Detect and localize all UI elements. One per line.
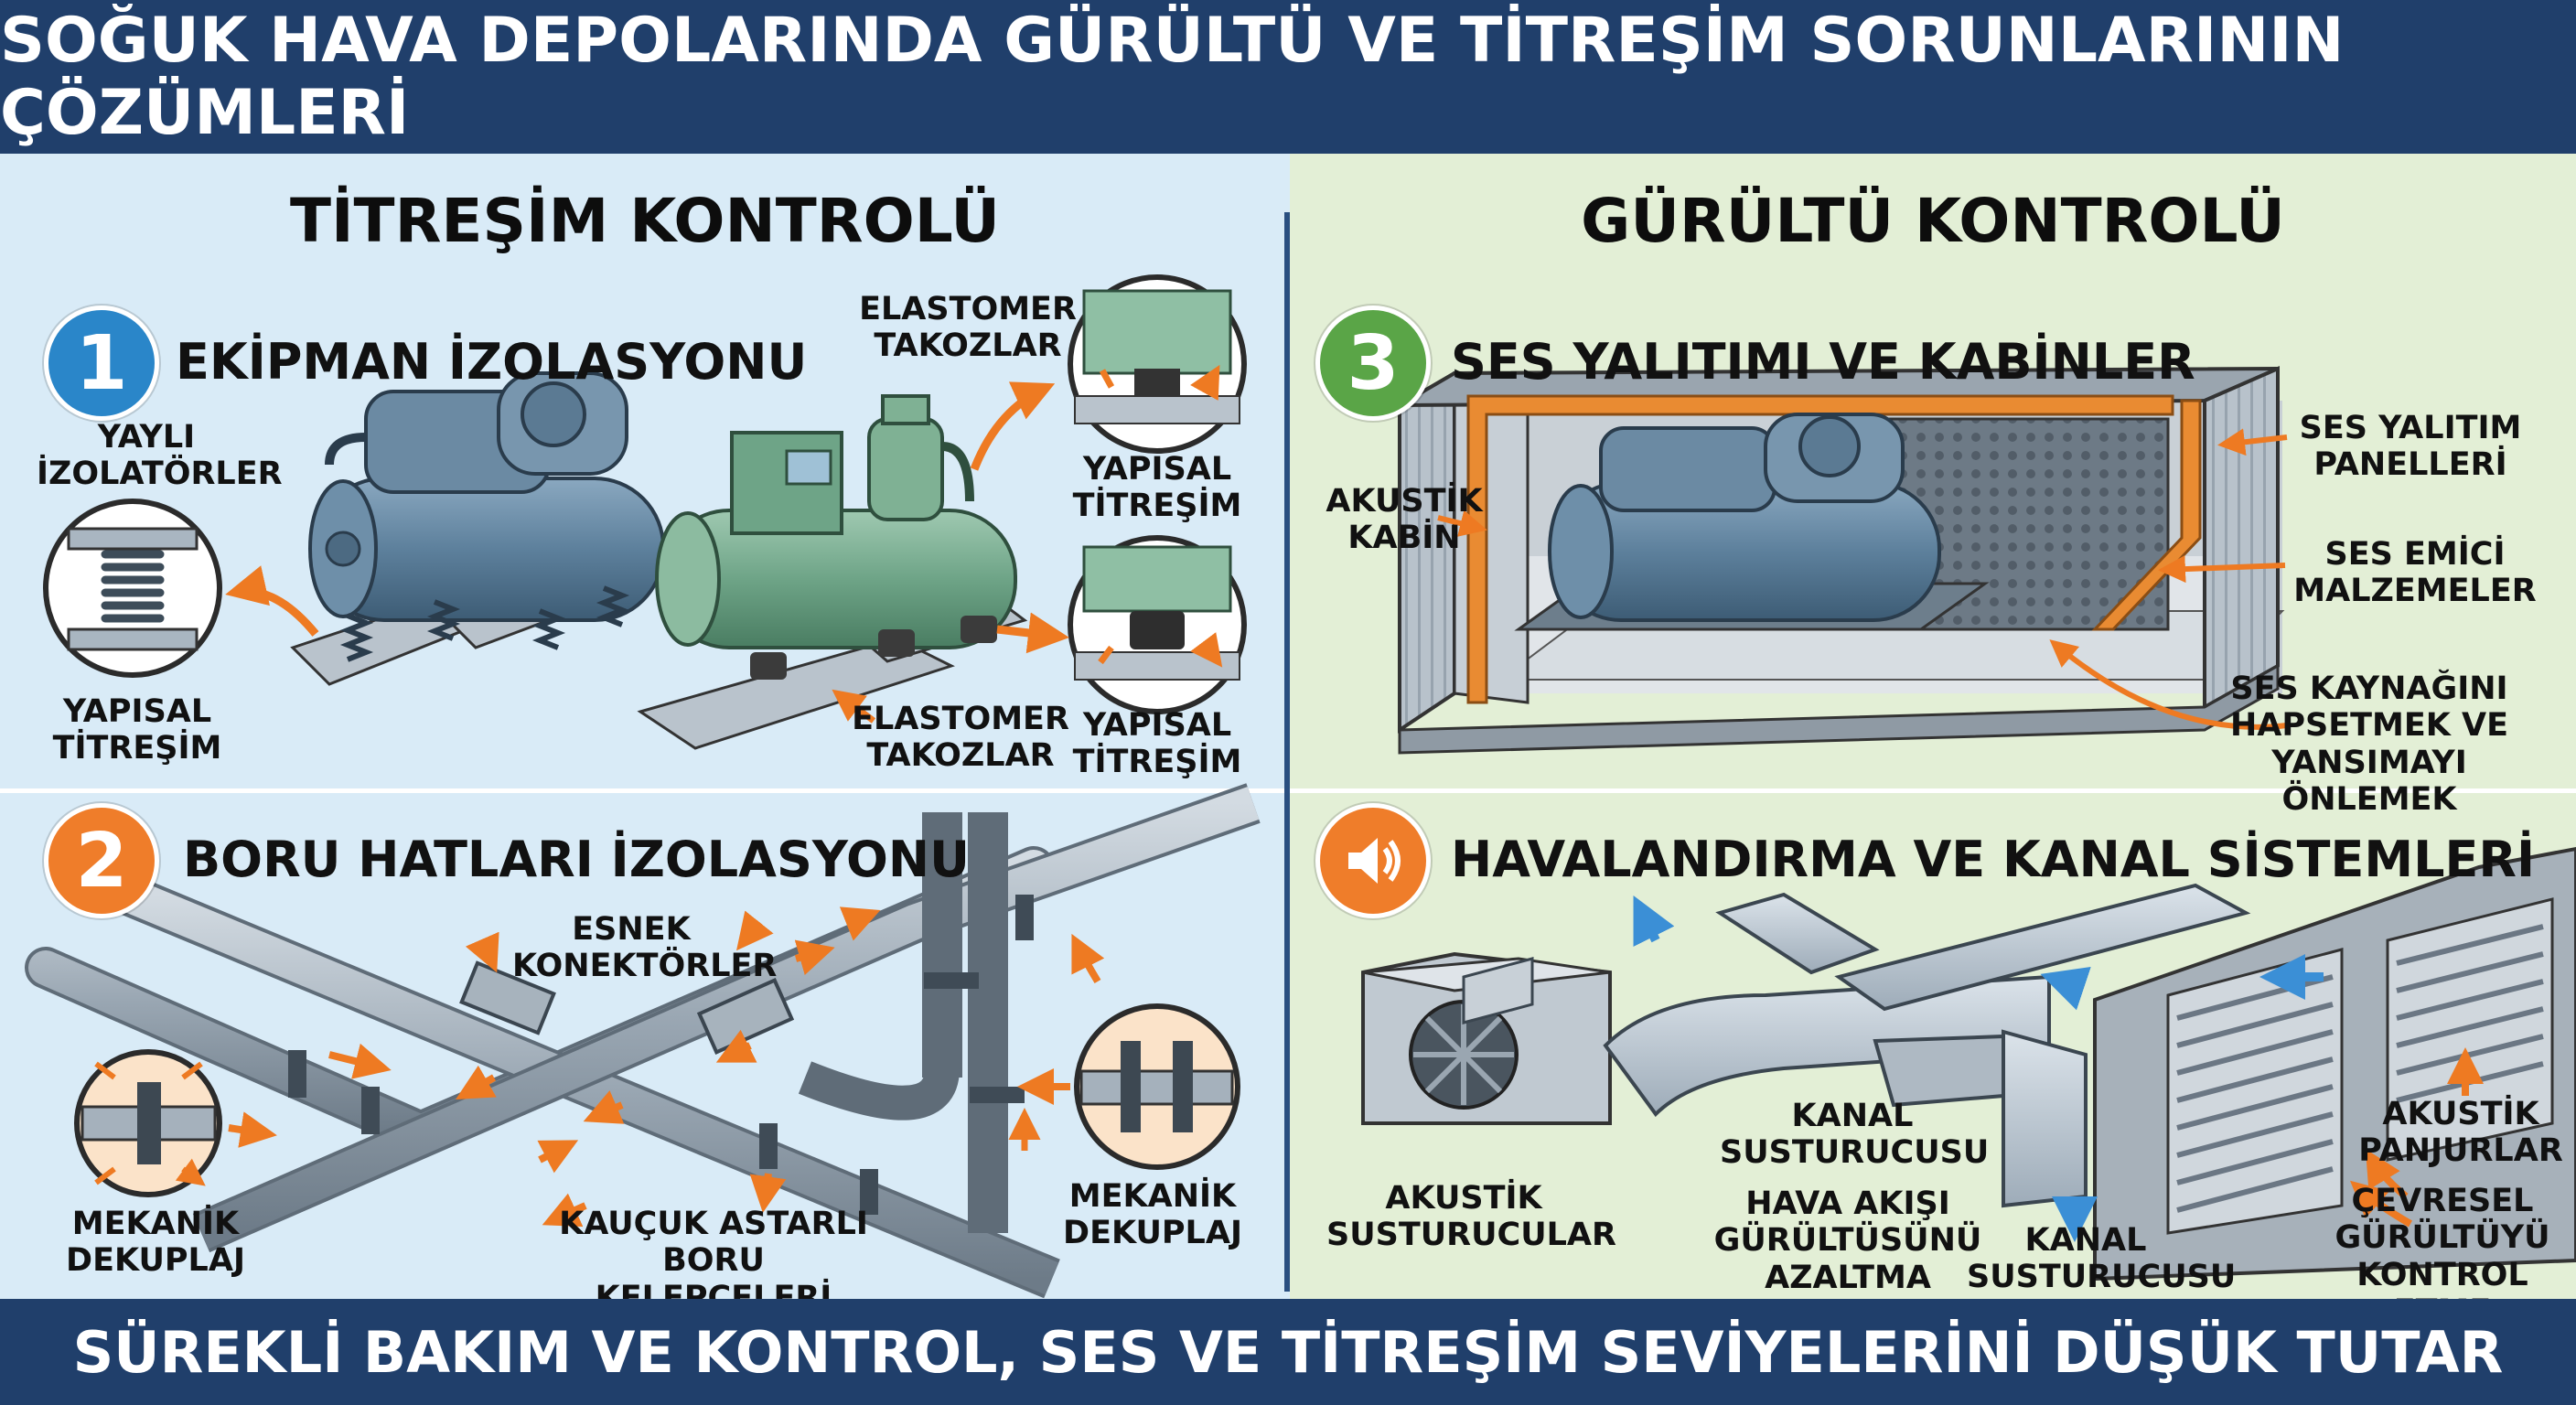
label-acoustic-silencers: AKUSTİK SUSTURUCULAR <box>1326 1180 1616 1254</box>
blue-compressor <box>290 371 665 686</box>
step-3-badge: 3 <box>1315 306 1431 421</box>
label-environmental-noise-control: ÇEVRESEL GÜRÜLTÜYÜ KONTROL ETME <box>2334 1183 2550 1299</box>
label-flexible-connectors: ESNEK KONEKTÖRLER <box>512 911 778 985</box>
green-chiller <box>637 394 1028 750</box>
mechanical-decoupling-inset-left <box>74 1049 220 1195</box>
label-duct-silencer-middle: KANAL SUSTURUCUSU <box>1720 1098 1990 1172</box>
acoustic-cabin <box>1392 365 2285 755</box>
label-sound-insulation-panels: SES YALITIM PANELLERİ <box>2299 410 2522 484</box>
header-banner: SOĞUK HAVA DEPOLARINDA GÜRÜLTÜ VE TİTREŞ… <box>0 0 2576 154</box>
label-spring-isolators: YAYLI İZOLATÖRLER <box>37 419 283 493</box>
elastomer-inset-bottom <box>1068 535 1244 714</box>
ventilation-duct-title: HAVALANDIRMA VE KANAL SİSTEMLERİ <box>1451 831 2536 888</box>
vibration-control-panel: TİTREŞİM KONTROLÜ <box>0 154 1290 1299</box>
section-divider <box>0 788 1290 793</box>
spring-isolator-inset <box>43 499 222 678</box>
noise-illustration <box>1290 365 2576 1282</box>
label-duct-silencer-bottom: KANAL SUSTURUCUSU <box>1967 1222 2237 1296</box>
elastomer-inset-top <box>1068 274 1244 454</box>
acoustic-louvers <box>2166 897 2554 1235</box>
page-title: SOĞUK HAVA DEPOLARINDA GÜRÜLTÜ VE TİTREŞ… <box>0 5 2345 149</box>
step-2-number: 2 <box>75 817 128 905</box>
label-mechanical-decoupling-left: MEKANİK DEKUPLAJ <box>66 1206 245 1280</box>
pipe-isolation-title: BORU HATLARI İZOLASYONU <box>183 831 970 888</box>
equipment-isolation-title: EKİPMAN İZOLASYONU <box>176 333 808 391</box>
step-2-badge: 2 <box>44 803 159 918</box>
ventilation-system <box>1361 846 2576 1282</box>
mechanical-decoupling-inset-right <box>1074 1003 1240 1170</box>
footer-banner: SÜREKLİ BAKIM VE KONTROL, SES VE TİTREŞİ… <box>0 1299 2576 1405</box>
label-acoustic-louvers: AKUSTİK PANJURLAR <box>2358 1096 2563 1170</box>
step-3-number: 3 <box>1347 319 1400 407</box>
speaker-icon <box>1348 838 1401 884</box>
section-divider-right <box>1290 788 2576 793</box>
label-sound-absorbing-materials: SES EMİCİ MALZEMELER <box>2293 536 2537 610</box>
label-acoustic-cabin: AKUSTİK KABİN <box>1326 483 1483 557</box>
footer-text: SÜREKLİ BAKIM VE KONTROL, SES VE TİTREŞİ… <box>72 1318 2504 1386</box>
sound-insulation-title: SES YALITIMI VE KABİNLER <box>1451 333 2195 391</box>
label-structural-vibration-bottom: YAPISAL TİTREŞİM <box>1072 707 1242 781</box>
panel-divider <box>1284 212 1290 1292</box>
label-structural-vibration-left: YAPISAL TİTREŞİM <box>52 693 222 767</box>
noise-control-panel: GÜRÜLTÜ KONTROLÜ <box>1290 154 2576 1299</box>
label-elastomer-bottom: ELASTOMER TAKOZLAR <box>852 701 1069 775</box>
speaker-badge <box>1315 803 1431 918</box>
label-mechanical-decoupling-right: MEKANİK DEKUPLAJ <box>1063 1178 1242 1252</box>
label-sound-source-containment: SES KAYNAĞINI HAPSETMEK VE YANSIMAYI ÖNL… <box>2229 670 2509 818</box>
label-rubber-pipe-clamps: KAUÇUK ASTARLI BORU KELEPÇELERİ <box>559 1206 868 1299</box>
step-1-badge: 1 <box>44 306 159 421</box>
pipe-network <box>25 783 1261 1299</box>
label-structural-vibration-top: YAPISAL TİTREŞİM <box>1072 451 1242 525</box>
label-airflow-noise-reduction: HAVA AKIŞI GÜRÜLTÜSÜNÜ AZALTMA <box>1713 1185 1982 1296</box>
noise-control-title: GÜRÜLTÜ KONTROLÜ <box>1581 186 2285 256</box>
vibration-control-title: TİTREŞİM KONTROLÜ <box>289 186 1000 256</box>
vibration-illustration <box>0 274 1290 1299</box>
step-1-number: 1 <box>75 319 128 407</box>
label-elastomer-top: ELASTOMER TAKOZLAR <box>859 291 1077 365</box>
